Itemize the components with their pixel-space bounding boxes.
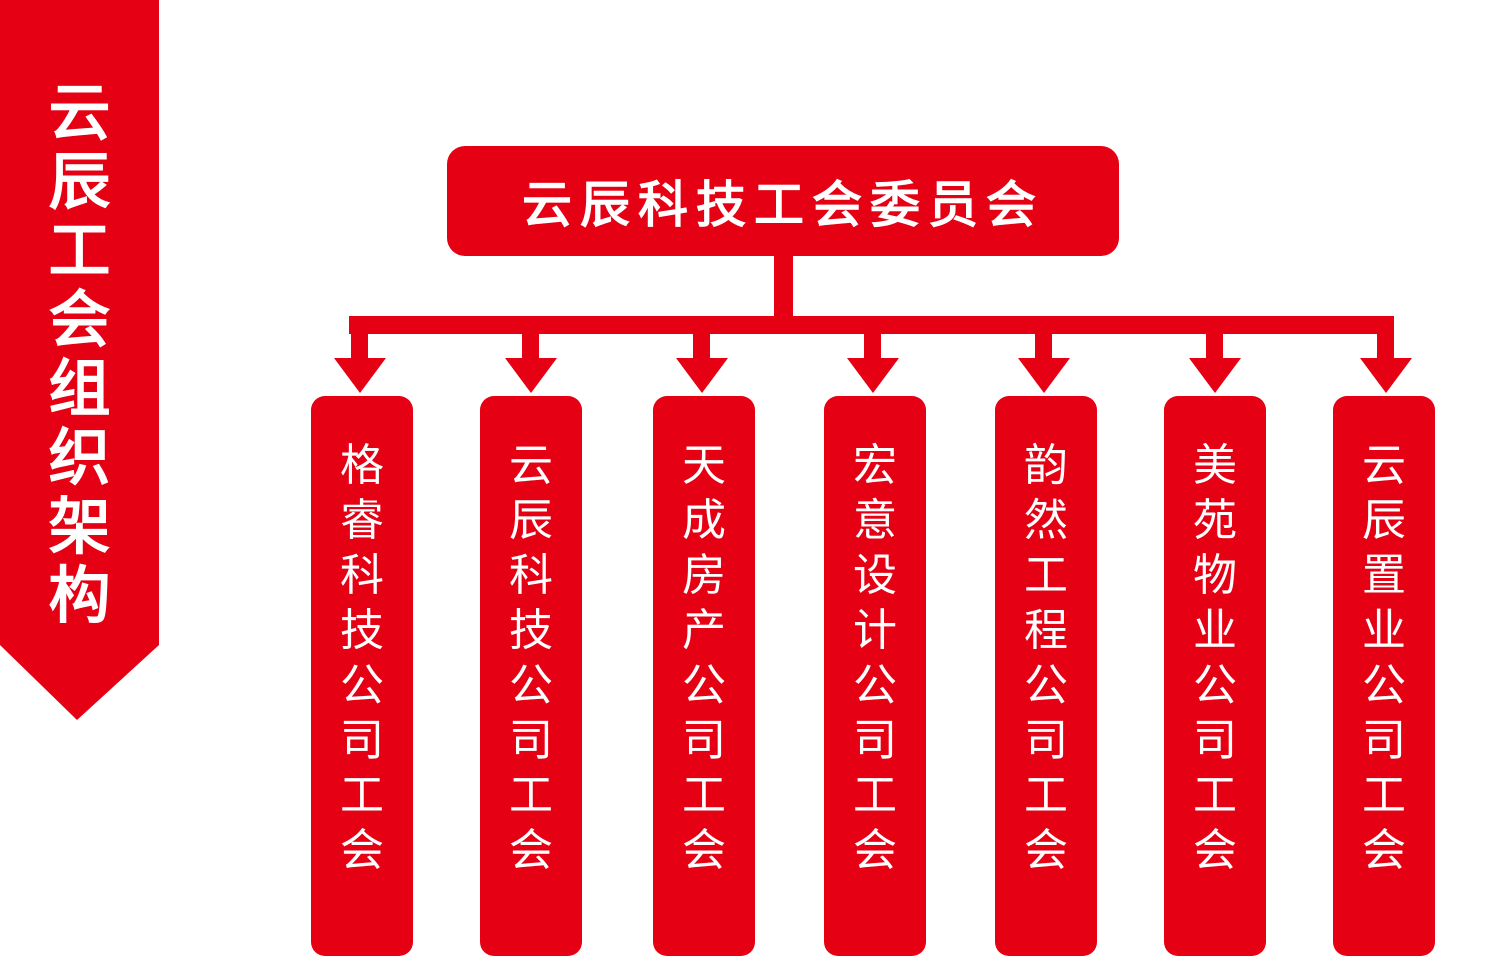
banner-title-char: 架 — [48, 490, 111, 563]
child-label-char: 业 — [1193, 605, 1237, 656]
child-node: 韵 然 工 程 公 司 工 会 — [995, 396, 1097, 956]
child-label-char: 公 — [1362, 660, 1406, 711]
child-label-char: 司 — [1024, 715, 1068, 766]
child-label-char: 成 — [682, 495, 726, 546]
child-node: 宏 意 设 计 公 司 工 会 — [824, 396, 926, 956]
child-label-char: 会 — [853, 825, 897, 876]
child-label-char: 公 — [853, 660, 897, 711]
child-label-char: 科 — [509, 550, 553, 601]
branch-line — [864, 316, 881, 360]
child-label-char: 技 — [340, 605, 384, 656]
child-label-char: 业 — [1362, 605, 1406, 656]
child-label-char: 公 — [509, 660, 553, 711]
child-label-char: 意 — [853, 495, 897, 546]
child-node: 美 苑 物 业 公 司 工 会 — [1164, 396, 1266, 956]
root-node: 云辰科技工会委员会 — [447, 146, 1119, 256]
child-label-char: 技 — [509, 605, 553, 656]
child-label-char: 司 — [1193, 715, 1237, 766]
banner-title-char: 组 — [48, 352, 111, 425]
child-label-char: 工 — [340, 770, 384, 821]
child-label-char: 司 — [853, 715, 897, 766]
trunk-line — [774, 255, 793, 321]
child-label-char: 司 — [682, 715, 726, 766]
child-label-char: 会 — [1193, 825, 1237, 876]
branch-line — [351, 316, 368, 360]
child-label-char: 产 — [682, 605, 726, 656]
child-label-char: 会 — [1024, 825, 1068, 876]
child-label-char: 会 — [340, 825, 384, 876]
child-label-char: 计 — [853, 605, 897, 656]
child-label-char: 辰 — [1362, 495, 1406, 546]
branch-line — [1377, 316, 1394, 360]
branch-line — [1035, 316, 1052, 360]
banner-title-char: 云 — [48, 76, 111, 149]
banner-title: 云 辰 工 会 组 织 架 构 — [0, 78, 159, 630]
child-label-char: 工 — [1024, 550, 1068, 601]
child-label-char: 韵 — [1024, 440, 1068, 491]
child-node: 云 辰 科 技 公 司 工 会 — [480, 396, 582, 956]
child-label-char: 云 — [1362, 440, 1406, 491]
child-label-char: 苑 — [1193, 495, 1237, 546]
child-label-char: 宏 — [853, 440, 897, 491]
banner-title-char: 织 — [48, 421, 111, 494]
child-node: 格 睿 科 技 公 司 工 会 — [311, 396, 413, 956]
child-label-char: 美 — [1193, 440, 1237, 491]
arrow-head — [1189, 358, 1241, 393]
banner-shape — [0, 0, 159, 720]
child-label-char: 工 — [853, 770, 897, 821]
child-label-char: 物 — [1193, 550, 1237, 601]
branch-line — [522, 316, 539, 360]
child-label-char: 工 — [1193, 770, 1237, 821]
child-label-char: 云 — [509, 440, 553, 491]
child-label-char: 公 — [1193, 660, 1237, 711]
child-label-char: 睿 — [340, 495, 384, 546]
child-label-char: 工 — [1362, 770, 1406, 821]
arrow-head — [1360, 358, 1412, 393]
child-label-char: 会 — [509, 825, 553, 876]
child-label-char: 天 — [682, 440, 726, 491]
title-banner: 云 辰 工 会 组 织 架 构 — [0, 0, 159, 720]
arrow-head — [847, 358, 899, 393]
child-label-char: 然 — [1024, 495, 1068, 546]
child-label-char: 科 — [340, 550, 384, 601]
child-label-char: 格 — [340, 440, 384, 491]
child-label-char: 会 — [1362, 825, 1406, 876]
banner-title-char: 工 — [48, 214, 111, 287]
arrow-head — [505, 358, 557, 393]
arrow-head — [334, 358, 386, 393]
child-label-char: 公 — [340, 660, 384, 711]
child-label-char: 公 — [682, 660, 726, 711]
child-label-char: 程 — [1024, 605, 1068, 656]
child-label-char: 会 — [682, 825, 726, 876]
child-label-char: 工 — [1024, 770, 1068, 821]
child-label-char: 司 — [509, 715, 553, 766]
child-label-char: 置 — [1362, 550, 1406, 601]
banner-title-char: 辰 — [48, 145, 111, 218]
child-label-char: 辰 — [509, 495, 553, 546]
child-label-char: 房 — [682, 550, 726, 601]
child-label-char: 司 — [340, 715, 384, 766]
child-label-char: 司 — [1362, 715, 1406, 766]
child-label-char: 工 — [509, 770, 553, 821]
child-label-char: 工 — [682, 770, 726, 821]
arrow-head — [676, 358, 728, 393]
banner-title-char: 会 — [48, 283, 111, 356]
child-label-char: 设 — [853, 550, 897, 601]
child-node: 云 辰 置 业 公 司 工 会 — [1333, 396, 1435, 956]
banner-title-char: 构 — [48, 559, 111, 632]
branch-line — [1206, 316, 1223, 360]
child-label-char: 公 — [1024, 660, 1068, 711]
child-node: 天 成 房 产 公 司 工 会 — [653, 396, 755, 956]
root-node-label: 云辰科技工会委员会 — [522, 176, 1044, 234]
arrow-head — [1018, 358, 1070, 393]
branch-line — [693, 316, 710, 360]
